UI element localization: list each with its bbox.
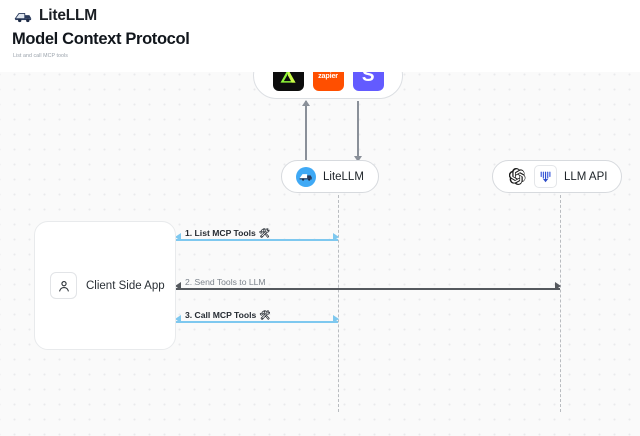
arrow-line <box>176 239 338 241</box>
arrow-line <box>176 288 560 290</box>
tools-icon: 🛠 <box>258 227 271 238</box>
node-llm-api[interactable]: LLM API <box>492 160 623 193</box>
arrowhead-right-icon <box>555 282 561 291</box>
arrowhead-right-icon <box>333 233 339 242</box>
arrow-line <box>176 321 338 323</box>
arrowhead-down-icon <box>354 156 363 162</box>
openai-logo-icon <box>507 167 527 187</box>
litellm-truck-icon <box>14 9 33 24</box>
arrowhead-left-icon <box>175 315 181 324</box>
page-header: LiteLLM Model Context Protocol List and … <box>0 0 640 72</box>
step-arrow-1[interactable]: 1. List MCP Tools 🛠 <box>175 228 339 250</box>
step-arrow-3[interactable]: 3. Call MCP Tools 🛠 <box>175 310 339 332</box>
client-side-app-card[interactable]: Client Side App <box>34 221 176 350</box>
node-litellm[interactable]: LiteLLM <box>281 160 379 193</box>
page-subtitle: List and call MCP tools <box>13 53 68 59</box>
step-arrow-2[interactable]: 2. Send Tools to LLM <box>175 277 561 299</box>
connector-stem <box>357 101 359 161</box>
zapier-label: zapier <box>318 71 338 80</box>
step-1-label-group: 1. List MCP Tools 🛠 <box>185 228 270 238</box>
connector-stem <box>305 101 307 161</box>
step-2-label: 2. Send Tools to LLM <box>185 277 266 287</box>
client-side-app-label: Client Side App <box>86 279 165 292</box>
node-llm-api-label: LLM API <box>564 170 608 183</box>
linear-triangle-icon <box>280 68 296 83</box>
step-1-label: 1. List MCP Tools <box>185 228 256 238</box>
litellm-avatar-icon <box>296 166 316 187</box>
connector-mcp-tools-to-litellm <box>353 101 363 162</box>
brand-label: LiteLLM <box>39 7 98 24</box>
arrowhead-left-icon <box>175 233 181 242</box>
brand[interactable]: LiteLLM <box>14 7 97 25</box>
litellm-truck-glyph <box>299 174 312 181</box>
node-litellm-label: LiteLLM <box>323 170 364 183</box>
lifeline-llm-api <box>560 190 561 412</box>
tools-icon: 🛠 <box>259 309 271 320</box>
step-3-label: 3. Call MCP Tools <box>185 310 257 320</box>
arrowhead-right-icon <box>333 315 339 324</box>
lifeline-litellm <box>338 190 339 412</box>
anthropic-logo-icon <box>534 165 557 188</box>
user-person-icon <box>50 272 77 299</box>
arrowhead-left-icon <box>175 282 181 291</box>
arrowhead-up-icon <box>302 100 311 106</box>
step-3-label-group: 3. Call MCP Tools 🛠 <box>185 310 271 320</box>
connector-litellm-to-mcp-tools <box>301 100 311 161</box>
step-2-label-group: 2. Send Tools to LLM <box>185 277 266 287</box>
page-title: Model Context Protocol <box>12 30 190 48</box>
